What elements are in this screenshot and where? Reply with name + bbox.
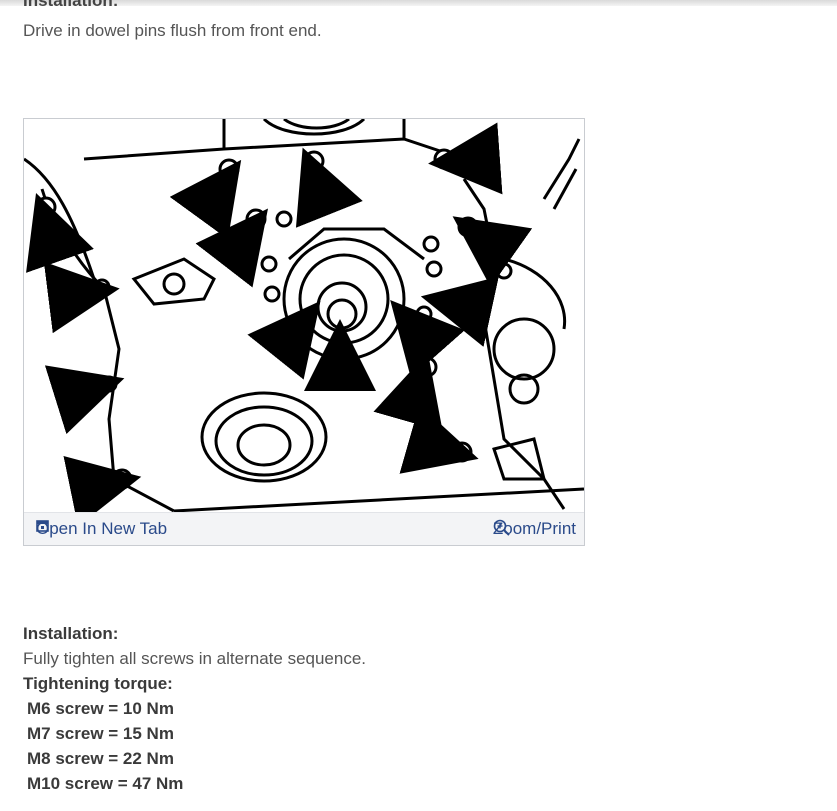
dowel-pin-instruction: Drive in dowel pins flush from front end… bbox=[23, 21, 322, 40]
torque-spec-m7: M7 screw = 15 Nm bbox=[27, 724, 174, 743]
zoom-print-label: Zoom/Print bbox=[492, 519, 576, 538]
torque-spec-m6: M6 screw = 10 Nm bbox=[27, 699, 174, 718]
open-new-tab-icon bbox=[36, 520, 49, 532]
engine-front-cover-figure[interactable]: Open In New Tab Zoom/Print bbox=[23, 118, 585, 546]
installation-heading-top: Installation: bbox=[23, 0, 119, 10]
top-scroll-shadow bbox=[0, 0, 837, 6]
tighten-instruction: Fully tighten all screws in alternate se… bbox=[23, 649, 367, 668]
torque-spec-m8: M8 screw = 22 Nm bbox=[27, 749, 174, 768]
zoom-in-icon bbox=[493, 519, 510, 536]
installation-heading: Installation: bbox=[23, 624, 119, 643]
tightening-torque-heading: Tightening torque: bbox=[23, 674, 173, 693]
figure-toolbar: Open In New Tab Zoom/Print bbox=[24, 512, 584, 545]
open-in-new-tab-label: Open In New Tab bbox=[36, 519, 168, 538]
open-in-new-tab-link[interactable]: Open In New Tab bbox=[36, 519, 167, 539]
engine-diagram-image bbox=[24, 119, 584, 513]
zoom-print-link[interactable]: Zoom/Print bbox=[493, 519, 576, 539]
torque-spec-m10: M10 screw = 47 Nm bbox=[27, 774, 184, 793]
